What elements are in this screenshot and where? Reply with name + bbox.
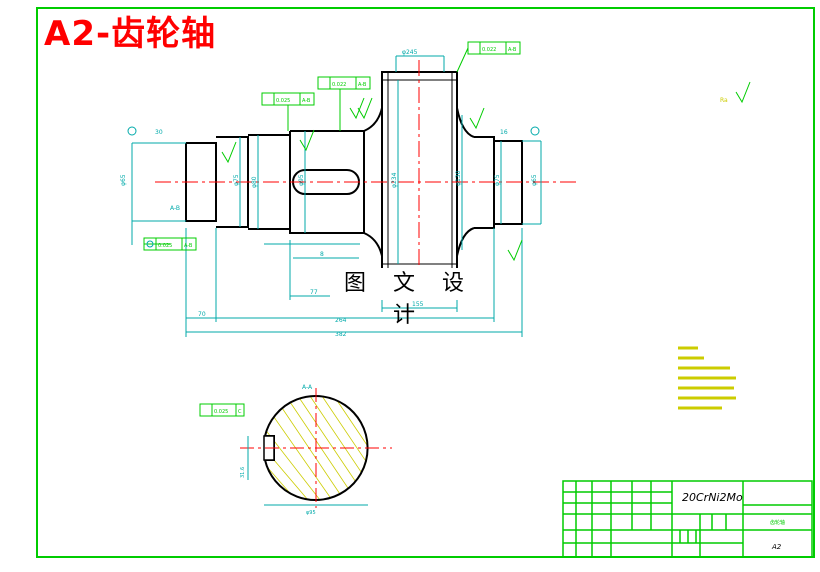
shaft-front-view — [185, 71, 523, 273]
svg-text:264: 264 — [335, 317, 347, 324]
svg-text:C: C — [238, 409, 242, 415]
svg-text:φ65: φ65 — [531, 174, 538, 186]
part-name-label: 齿轮轴 — [770, 519, 785, 526]
svg-text:8: 8 — [320, 251, 324, 258]
svg-text:A-B: A-B — [170, 205, 180, 212]
svg-text:70: 70 — [198, 311, 206, 318]
sheet-size-label: A2 — [771, 543, 782, 551]
svg-text:30: 30 — [155, 129, 163, 136]
drawing-title: A2-齿轮轴 — [44, 14, 217, 54]
svg-text:φ65: φ65 — [120, 174, 127, 186]
roughness-global: Ra — [720, 97, 728, 104]
svg-text:16: 16 — [500, 129, 508, 136]
svg-text:φ95: φ95 — [306, 510, 316, 516]
svg-text:A-B: A-B — [184, 243, 193, 249]
svg-text:A-B: A-B — [358, 82, 367, 88]
svg-text:155: 155 — [412, 301, 424, 308]
svg-text:31.6: 31.6 — [240, 467, 246, 478]
svg-text:0.022: 0.022 — [482, 47, 496, 53]
svg-text:A-B: A-B — [302, 98, 311, 104]
svg-text:φ80: φ80 — [251, 176, 258, 188]
title-block — [562, 480, 813, 558]
svg-text:φ130: φ130 — [455, 170, 462, 186]
material-label: 20CrNi2Mo — [682, 491, 743, 504]
svg-text:φ75: φ75 — [233, 174, 240, 186]
dimension-values: 70 264 382 155 8 77 φ65 φ65 φ75 φ80 φ95 … — [120, 49, 538, 338]
section-label: A-A — [302, 384, 313, 391]
svg-text:φ234: φ234 — [391, 172, 398, 188]
svg-text:0.025: 0.025 — [214, 409, 228, 415]
dimension-lines — [131, 55, 542, 337]
svg-text:0.022: 0.022 — [332, 82, 346, 88]
technical-notes — [678, 346, 736, 410]
svg-text:382: 382 — [335, 331, 347, 338]
svg-text:0.025: 0.025 — [158, 243, 172, 249]
section-view: A-A φ95 31.6 — [240, 384, 392, 516]
watermark-text: 图 文 设 计 — [330, 268, 488, 328]
svg-text:77: 77 — [310, 289, 318, 296]
svg-text:φ75: φ75 — [494, 174, 501, 186]
outer-frame — [36, 7, 815, 558]
svg-text:A-B: A-B — [508, 47, 517, 53]
tolerance-values: 0.025 A-B 0.022 A-B 0.022 A-B 0.025 A-B … — [158, 47, 517, 415]
tolerance-frames — [143, 41, 521, 417]
roughness-marks — [221, 81, 751, 262]
datum-markers — [127, 126, 540, 248]
svg-text:0.025: 0.025 — [276, 98, 290, 104]
svg-text:φ245: φ245 — [402, 49, 418, 56]
svg-text:φ95: φ95 — [298, 174, 305, 186]
